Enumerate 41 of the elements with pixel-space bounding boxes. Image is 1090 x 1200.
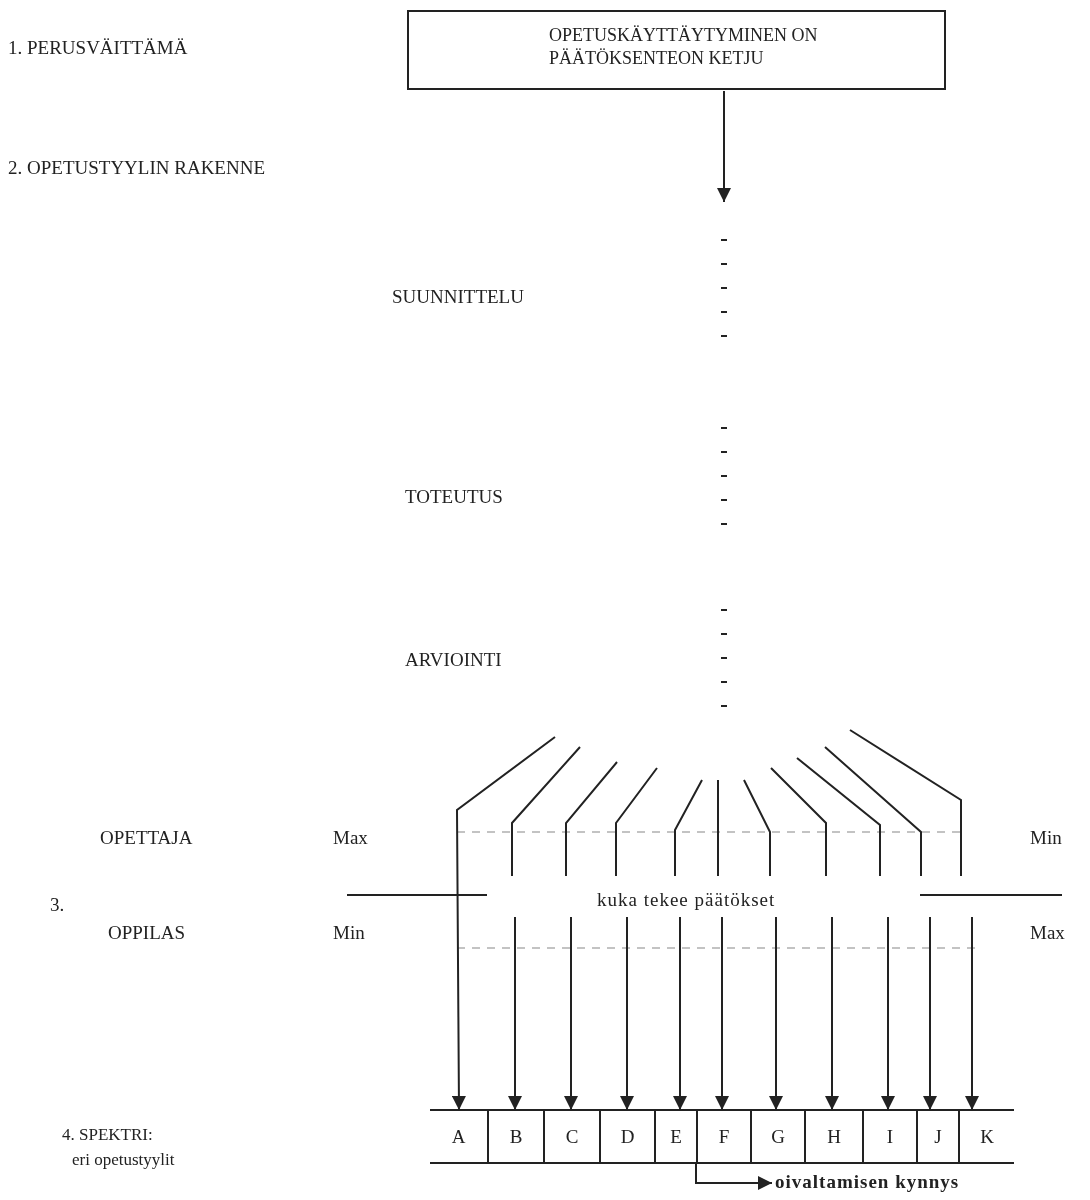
style-cell: G xyxy=(750,1110,804,1163)
arrow xyxy=(770,767,839,1111)
stage-label: ARVIOINTI xyxy=(405,649,502,671)
subheading: eri opetustyylit xyxy=(72,1149,175,1171)
arrow xyxy=(673,779,703,1111)
stage-label: TOTEUTUS xyxy=(405,486,503,508)
section-number: 3. xyxy=(50,894,65,916)
style-cell: B xyxy=(487,1110,543,1163)
stage-label: SUUNNITTELU xyxy=(392,286,524,308)
role-label: OPPILAS xyxy=(108,922,186,944)
scale-label: Max xyxy=(333,827,368,849)
role-label: OPETTAJA xyxy=(100,827,193,849)
arrow xyxy=(564,761,618,1111)
style-cell: K xyxy=(958,1110,1014,1163)
scale-label: Min xyxy=(1030,827,1062,849)
style-cell: A xyxy=(430,1110,487,1163)
style-cell: J xyxy=(916,1110,958,1163)
scale-label: Min xyxy=(333,922,365,944)
heading: 1. PERUSVÄITTÄMÄ xyxy=(8,37,188,59)
arrow xyxy=(615,767,658,1111)
arrow xyxy=(849,729,979,1111)
arrow xyxy=(824,746,937,1111)
scale-label: Max xyxy=(1030,922,1065,944)
arrow xyxy=(717,90,731,203)
style-cell: I xyxy=(862,1110,916,1163)
style-cell: F xyxy=(696,1110,750,1163)
style-cell: D xyxy=(599,1110,654,1163)
statement-box: OPETUSKÄYTTÄYTYMINEN ON PÄÄTÖKSENTEON KETJU xyxy=(407,10,946,90)
arrow xyxy=(451,736,556,1111)
heading: 2. OPETUSTYYLIN RAKENNE xyxy=(8,157,265,179)
arrow xyxy=(508,746,581,1111)
axis-caption: kuka tekee päätökset xyxy=(597,889,776,911)
arrow xyxy=(743,779,783,1111)
style-cell: E xyxy=(654,1110,696,1163)
style-cell: H xyxy=(804,1110,862,1163)
arrow xyxy=(715,779,729,1111)
arrow xyxy=(695,1162,773,1190)
threshold-label: oivaltamisen kynnys xyxy=(775,1171,960,1195)
style-cell: C xyxy=(543,1110,599,1163)
arrow xyxy=(796,757,895,1111)
heading: 4. SPEKTRI: xyxy=(62,1124,153,1146)
